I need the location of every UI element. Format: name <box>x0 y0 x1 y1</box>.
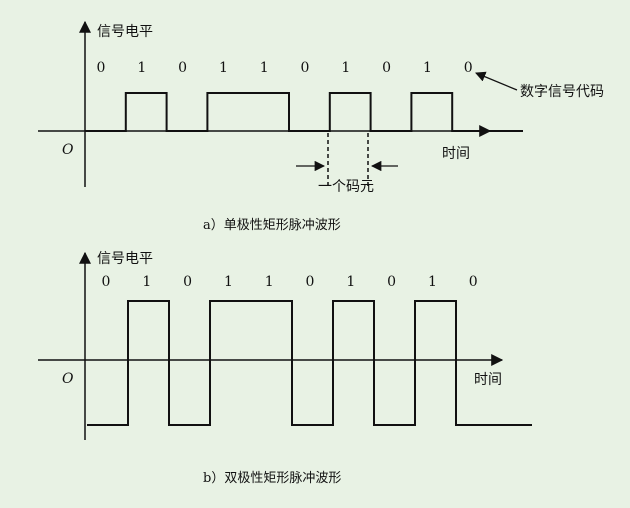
b-bit-label-1: 1 <box>142 274 151 290</box>
a-x-axis-label: 时间 <box>442 146 470 162</box>
a-unit-label: 一个码元 <box>318 179 374 195</box>
b-bit-label-5: 0 <box>306 274 315 290</box>
b-bit-labels: 0 1 0 1 1 0 1 0 1 0 <box>102 274 478 290</box>
a-bit-label-8: 1 <box>423 60 432 76</box>
b-origin-label: O <box>62 371 74 387</box>
b-bit-label-3: 1 <box>224 274 233 290</box>
a-bit-label-6: 1 <box>341 60 350 76</box>
b-bit-label-2: 0 <box>183 274 192 290</box>
a-origin-label: O <box>62 142 74 158</box>
a-code-annotation: 数字信号代码 <box>520 84 604 100</box>
b-caption: b）双极性矩形脉冲波形 <box>203 471 341 486</box>
a-caption: a）单极性矩形脉冲波形 <box>203 218 341 233</box>
b-bit-label-4: 1 <box>265 274 274 290</box>
b-bit-label-8: 1 <box>428 274 437 290</box>
a-unipolar-waveform <box>85 92 523 132</box>
b-bipolar-waveform <box>87 300 532 426</box>
a-y-axis-label: 信号电平 <box>97 24 153 40</box>
a-bit-label-9: 0 <box>464 60 473 76</box>
a-bit-label-0: 0 <box>97 60 106 76</box>
diagram-b-bipolar: 信号电平 O 时间 0 1 0 1 1 0 1 0 1 0 b）双极性矩形脉冲波形 <box>38 251 532 486</box>
a-bit-label-4: 1 <box>260 60 269 76</box>
a-bit-label-5: 0 <box>301 60 310 76</box>
a-bit-label-7: 0 <box>382 60 391 76</box>
b-y-axis-label: 信号电平 <box>97 251 153 267</box>
a-bit-label-2: 0 <box>178 60 187 76</box>
b-bit-label-9: 0 <box>469 274 478 290</box>
diagram-a-unipolar: 信号电平 O 时间 0 1 0 1 1 0 1 0 1 0 数字信号代码 一个码元 a）单极性矩形… <box>38 20 604 233</box>
a-bit-label-1: 1 <box>137 60 146 76</box>
b-bit-label-0: 0 <box>102 274 111 290</box>
b-bit-label-6: 1 <box>346 274 355 290</box>
b-x-axis-label: 时间 <box>474 372 502 388</box>
b-bit-label-7: 0 <box>387 274 396 290</box>
a-bit-labels: 0 1 0 1 1 0 1 0 1 0 <box>97 60 473 76</box>
a-bit-label-3: 1 <box>219 60 228 76</box>
a-code-annotation-arrow <box>475 71 518 91</box>
